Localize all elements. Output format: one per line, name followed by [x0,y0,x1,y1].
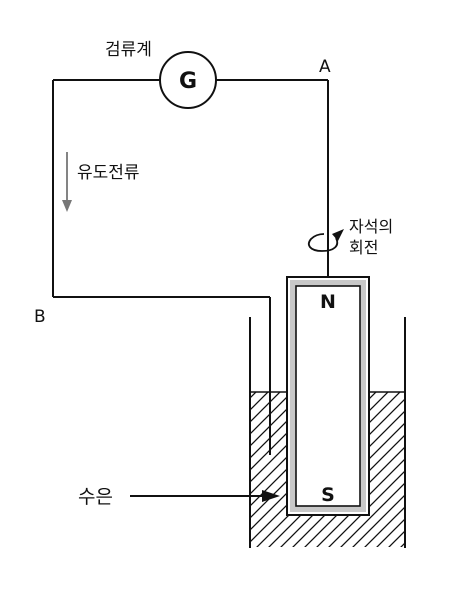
magnet-rotation-label-line2: 회전 [349,238,378,257]
mercury-pointer-arrow [130,490,280,502]
rotation-arrow-icon [308,229,344,252]
point-b-label: B [34,307,46,327]
circuit-wire [52,79,329,455]
magnet-south-pole: S [321,484,335,506]
induced-current-arrow [62,152,72,212]
galvanometer: G [159,51,217,109]
magnet-north-pole: N [320,291,336,313]
galvanometer-symbol: G [179,69,197,94]
magnet-rotation-label-line1: 자석의 [349,217,393,236]
induced-current-label: 유도전류 [77,163,140,183]
point-a-label: A [319,57,331,77]
mercury-label: 수은 [78,486,113,508]
bar-magnet: N S [286,276,370,516]
mercury-container [249,317,406,548]
galvanometer-label: 검류계 [105,40,152,60]
